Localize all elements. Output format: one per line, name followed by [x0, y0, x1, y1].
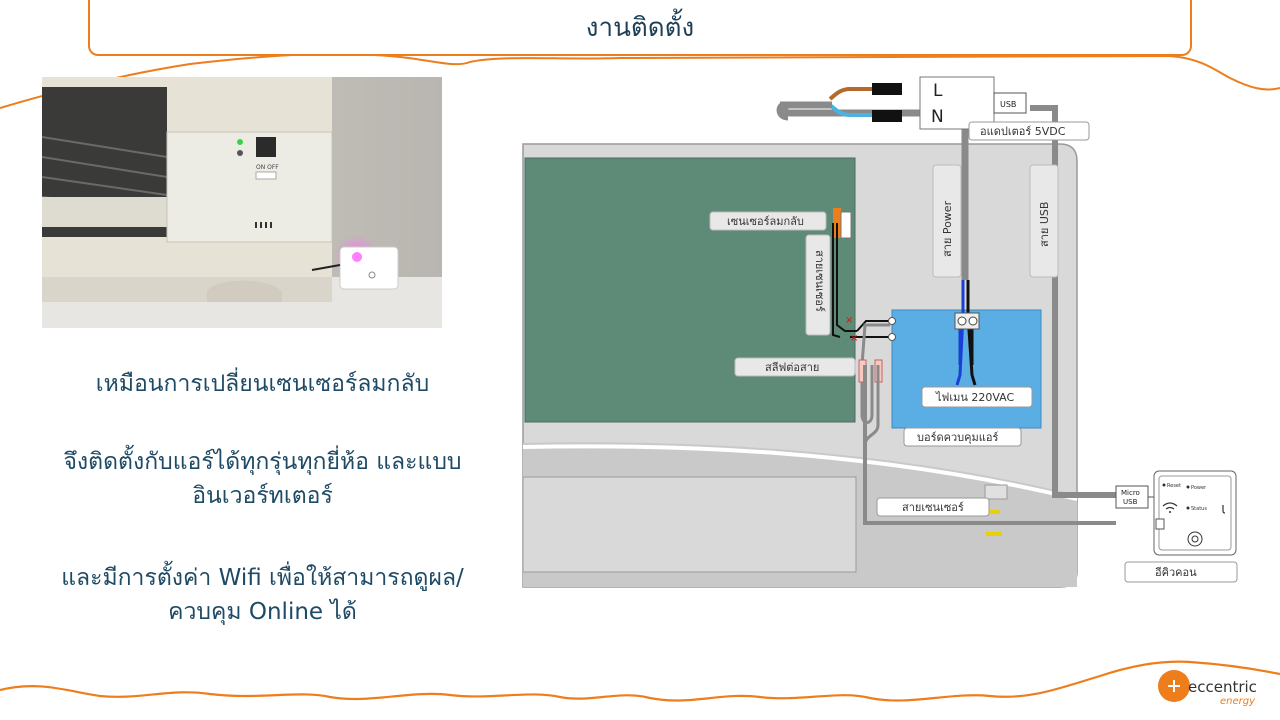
onoff-label: ON OFF	[256, 164, 279, 171]
power-cable-label: สาย Power	[941, 200, 954, 257]
splice-label: สลีฟต่อสาย	[765, 361, 819, 374]
body-line-1: เหมือนการเปลี่ยนเซนเซอร์ลมกลับ	[95, 371, 430, 397]
svg-text:Reset: Reset	[1167, 483, 1181, 489]
wiring-diagram: L N USB อแดปเตอร์ 5VDC สาย Power สาย USB…	[522, 76, 1238, 588]
body-line-5: ควบคุม Online ได้	[168, 599, 357, 625]
svg-text:Power: Power	[1191, 485, 1207, 491]
svg-text:×: ×	[845, 315, 853, 326]
body-line-2: จึงติดตั้งกับแอร์ได้ทุกรุ่นทุกยี่ห้อ และ…	[63, 449, 462, 475]
slide-title: งานติดตั้ง	[585, 12, 695, 43]
device-label: อีคิวคอน	[1155, 566, 1198, 579]
body-line-4: และมีการตั้งค่า Wifi เพื่อให้สามารถดูผล/	[61, 565, 464, 591]
body-line-3: อินเวอร์ทเตอร์	[192, 483, 333, 509]
svg-text:USB: USB	[1123, 498, 1138, 506]
svg-text:USB: USB	[1000, 100, 1016, 109]
lower-panel	[522, 476, 857, 573]
sensor-wire-vertical-label: สายเซนเซอร์	[813, 250, 826, 312]
eccentric-energy-logo: eccentric energy	[1158, 670, 1257, 707]
usb-port	[993, 92, 1027, 114]
mains-label: ไฟเมน 220VAC	[935, 391, 1014, 404]
adapter-n: N	[931, 107, 944, 127]
sensor-wire-label: สายเซนเซอร์	[902, 501, 964, 514]
aircon-photo: ON OFF	[42, 77, 442, 328]
board-label: บอร์ดควบคุมแอร์	[917, 431, 998, 444]
slide-title-box: งานติดตั้ง	[88, 0, 1192, 56]
evaporator-coil	[524, 157, 856, 423]
usb-cable-label: สาย USB	[1038, 202, 1051, 247]
mains-box	[891, 309, 1042, 429]
svg-text:Micro: Micro	[1121, 489, 1140, 497]
svg-text:eccentric: eccentric	[1188, 678, 1257, 696]
adapter-l: L	[933, 81, 943, 101]
adapter-label: อแดปเตอร์ 5VDC	[980, 125, 1066, 138]
svg-text:Status: Status	[1191, 506, 1207, 512]
sensor-return-label: เซนเซอร์ลมกลับ	[727, 215, 804, 228]
svg-text:energy: energy	[1220, 696, 1256, 707]
wifi-icon	[1162, 502, 1178, 510]
svg-text:×: ×	[850, 333, 858, 344]
